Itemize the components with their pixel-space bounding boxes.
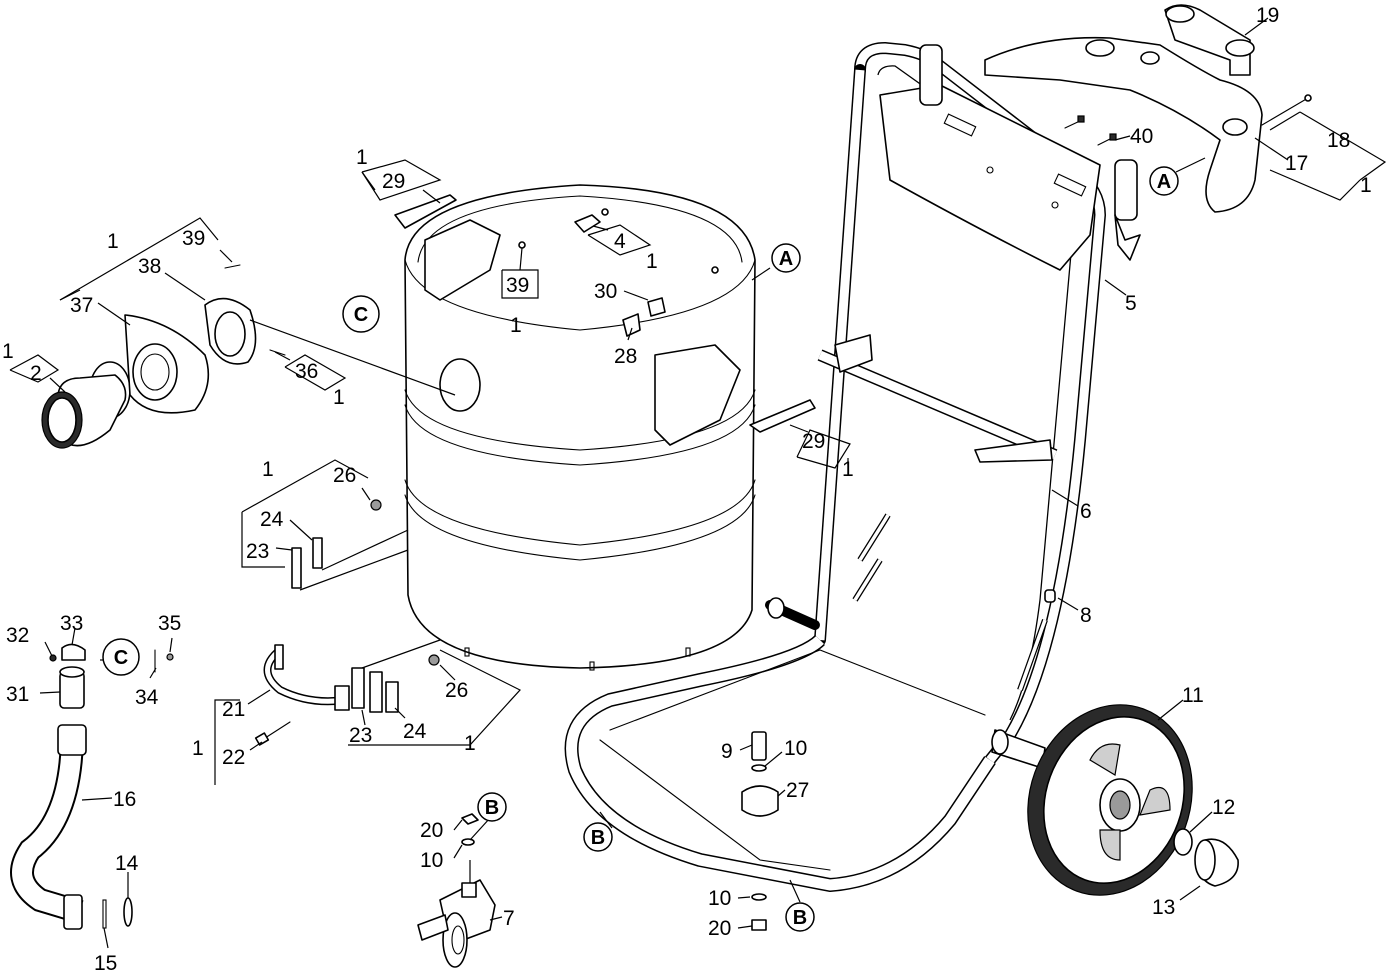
screws-top <box>1064 94 1312 146</box>
part-number-39-tank: 39 <box>506 274 529 297</box>
part-number-4: 4 <box>614 230 626 253</box>
part-number-1-holder: 1 <box>1360 174 1372 197</box>
part-number-23-top: 23 <box>246 540 269 563</box>
filter-cartridge <box>41 361 131 449</box>
hose-clip <box>1164 4 1255 76</box>
part-number-8: 8 <box>1080 604 1092 627</box>
part-number-35: 35 <box>158 612 181 635</box>
callout-label: A <box>779 248 793 270</box>
part-number-1-tank-screw: 1 <box>510 314 522 337</box>
part-number-1-filter: 1 <box>2 340 14 363</box>
callout-b-frame: B <box>583 822 613 852</box>
part-numbers: 19 40 18 17 1 5 6 8 11 12 13 1 29 1 39 3… <box>2 4 1372 975</box>
part-number-2: 2 <box>30 362 42 385</box>
part-number-7: 7 <box>503 907 515 930</box>
part-number-24-top: 24 <box>260 508 284 531</box>
part-number-11: 11 <box>1182 684 1204 707</box>
part-number-1-bracket-top: 1 <box>262 458 274 481</box>
castor-wheel <box>417 813 496 968</box>
part-number-1-gasket: 1 <box>333 386 345 409</box>
part-number-20-castor: 20 <box>420 819 443 842</box>
part-number-5: 5 <box>1125 292 1137 315</box>
filter-cover <box>124 314 210 414</box>
part-number-9: 9 <box>721 740 733 763</box>
part-number-31: 31 <box>6 683 29 706</box>
accessory-holder <box>984 36 1263 213</box>
callout-c-hose: C <box>102 638 140 676</box>
latch-parts <box>394 194 816 433</box>
part-number-30: 30 <box>594 280 617 303</box>
part-number-10-top: 10 <box>784 737 807 760</box>
top-mount-plate <box>879 44 1141 271</box>
bracket-assembly <box>254 499 440 746</box>
part-number-33: 33 <box>60 612 83 635</box>
part-number-1-latch-right: 1 <box>842 458 854 481</box>
gasket-ring <box>204 264 286 365</box>
part-number-1-bracket-bottom: 1 <box>464 732 476 755</box>
part-number-26-bottom: 26 <box>445 679 468 702</box>
callout-a-holder: A <box>1149 166 1179 196</box>
part-number-16: 16 <box>113 788 136 811</box>
part-number-15: 15 <box>94 952 117 975</box>
part-number-6: 6 <box>1080 500 1092 523</box>
part-number-34: 34 <box>135 686 159 709</box>
part-number-14: 14 <box>115 852 139 875</box>
part-number-19: 19 <box>1256 4 1279 27</box>
callout-label: B <box>793 907 807 929</box>
part-number-38: 38 <box>138 255 161 278</box>
callout-b-bottom: B <box>785 902 815 932</box>
part-number-36: 36 <box>295 360 318 383</box>
part-number-28: 28 <box>614 345 637 368</box>
callout-label: B <box>485 797 499 819</box>
part-number-26-top: 26 <box>333 464 356 487</box>
callout-label: A <box>1157 171 1171 193</box>
part-number-18: 18 <box>1327 129 1350 152</box>
callout-b-castor: B <box>477 792 507 822</box>
part-number-37: 37 <box>70 294 93 317</box>
callout-a-tank: A <box>771 243 801 273</box>
part-number-1-filter-set: 1 <box>107 230 119 253</box>
part-number-10-castor: 10 <box>420 849 443 872</box>
part-number-1-clip: 1 <box>646 250 658 273</box>
rear-wheel <box>1027 704 1193 896</box>
part-number-24-bottom: 24 <box>403 720 427 743</box>
callout-c-tank: C <box>342 295 380 333</box>
callout-label: C <box>114 647 128 669</box>
hose-assembly <box>10 643 174 930</box>
part-number-1-latch-top: 1 <box>356 146 368 169</box>
part-number-21: 21 <box>222 698 245 721</box>
part-number-40: 40 <box>1130 125 1153 148</box>
callout-label: B <box>591 827 605 849</box>
part-number-10-bottom: 10 <box>708 887 731 910</box>
part-number-17: 17 <box>1285 152 1308 175</box>
part-number-20-bottom: 20 <box>708 917 731 940</box>
part-number-29-right: 29 <box>802 430 825 453</box>
callout-label: C <box>354 304 368 326</box>
part-number-1-handle-bracket: 1 <box>192 737 204 760</box>
part-number-12: 12 <box>1212 796 1235 819</box>
part-number-32: 32 <box>6 624 29 647</box>
container-tank <box>404 184 756 671</box>
part-number-22: 22 <box>222 746 245 769</box>
leader-lines <box>9 17 1387 949</box>
tank-fasteners <box>518 208 719 337</box>
hub-cap <box>1173 828 1239 887</box>
part-number-39-left: 39 <box>182 227 205 250</box>
trolley-frame <box>564 42 1106 893</box>
part-number-27: 27 <box>786 779 809 802</box>
part-number-29-top: 29 <box>382 170 405 193</box>
part-number-23-bottom: 23 <box>349 724 372 747</box>
part-number-13: 13 <box>1152 896 1175 919</box>
base-hardware <box>741 731 779 931</box>
